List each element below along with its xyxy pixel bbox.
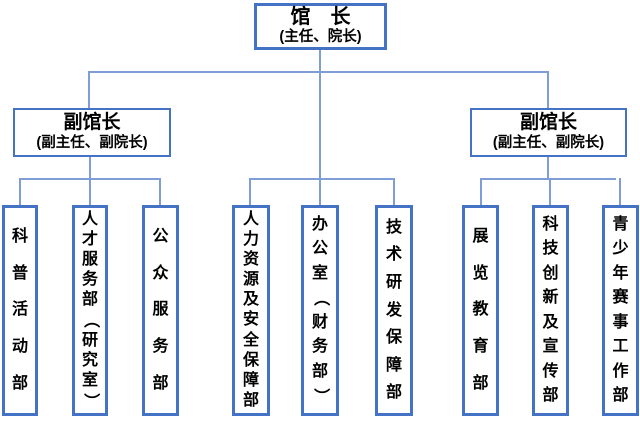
connector-stub-dept-9 bbox=[619, 178, 621, 205]
director-title: 馆 长 bbox=[290, 6, 351, 28]
node-dept-tech-rd-support: 技术研发保障部 bbox=[375, 205, 413, 416]
dept-label: 人才服务部（研究室） bbox=[81, 211, 99, 409]
dept-label: 公众服务部 bbox=[152, 227, 169, 393]
node-dept-youth-competitions: 青少年赛事工作部 bbox=[602, 205, 639, 416]
connector-deputy-left-out bbox=[89, 157, 91, 179]
node-dept-science-popularization: 科普活动部 bbox=[2, 205, 38, 416]
connector-trunk bbox=[319, 50, 321, 205]
connector-stub-dept-8 bbox=[549, 178, 551, 205]
node-dept-exhibition-education: 展览教育部 bbox=[462, 205, 499, 416]
node-dept-innovation-publicity: 科技创新及宣传部 bbox=[532, 205, 569, 416]
connector-stub-dept-6 bbox=[393, 178, 395, 205]
deputy-right-title: 副馆长 bbox=[519, 112, 577, 133]
node-deputy-left: 副馆长 (副主任、副院长) bbox=[13, 108, 171, 157]
deputy-left-subtitle: (副主任、副院长) bbox=[36, 135, 148, 151]
node-dept-public-services: 公众服务部 bbox=[142, 205, 179, 416]
deputy-right-subtitle: (副主任、副院长) bbox=[492, 135, 605, 151]
connector-stub-dept-7 bbox=[480, 178, 482, 205]
dept-label: 科普活动部 bbox=[11, 227, 28, 393]
connector-deputy-right-in bbox=[547, 71, 549, 108]
dept-label: 人力资源及安全保障部 bbox=[242, 211, 259, 409]
dept-label: 办公室（财务部） bbox=[311, 215, 329, 405]
node-dept-office-finance: 办公室（财务部） bbox=[301, 205, 339, 416]
dept-label: 展览教育部 bbox=[472, 227, 489, 393]
node-director: 馆 长 (主任、院长) bbox=[254, 3, 387, 50]
node-dept-talent-services: 人才服务部（研究室） bbox=[72, 205, 108, 416]
director-subtitle: (主任、院长) bbox=[279, 29, 362, 45]
node-deputy-right: 副馆长 (副主任、副院长) bbox=[470, 108, 627, 157]
connector-deputy-left-in bbox=[88, 71, 90, 108]
dept-label: 青少年赛事工作部 bbox=[612, 215, 629, 405]
connector-stub-dept-4 bbox=[249, 178, 251, 205]
connector-stub-dept-3 bbox=[159, 178, 161, 205]
connector-group-right bbox=[480, 178, 616, 180]
connector-deputy-right-out bbox=[547, 157, 549, 179]
deputy-left-title: 副馆长 bbox=[63, 112, 121, 133]
connector-stub-dept-1 bbox=[19, 178, 21, 205]
connector-top-horizontal bbox=[88, 71, 549, 73]
dept-label: 技术研发保障部 bbox=[385, 218, 402, 402]
node-dept-hr-security: 人力资源及安全保障部 bbox=[232, 205, 270, 416]
dept-label: 科技创新及宣传部 bbox=[542, 215, 559, 405]
connector-stub-dept-2 bbox=[89, 178, 91, 205]
connector-group-center bbox=[249, 178, 394, 180]
